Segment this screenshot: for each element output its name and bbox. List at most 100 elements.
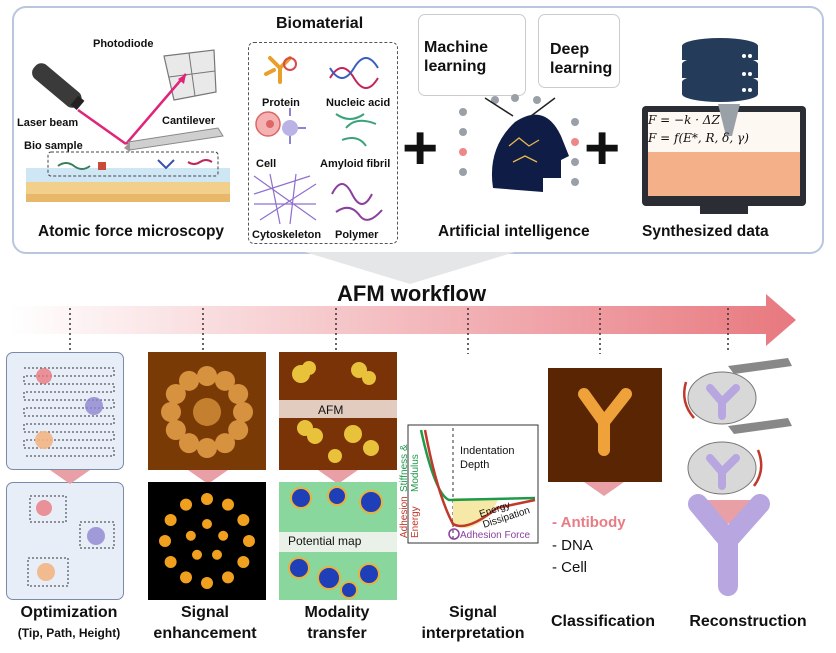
nucleic-acid-label: Nucleic acid	[326, 97, 391, 109]
laser-beam-label: Laser beam	[17, 117, 79, 129]
reconstruction-icon	[683, 358, 792, 596]
ring-dot	[215, 370, 235, 391]
potential-map-icon	[279, 482, 397, 600]
ring-dot	[222, 571, 234, 584]
ring-dot	[211, 549, 222, 560]
photodiode-icon	[163, 49, 217, 101]
ring-dot	[237, 556, 250, 568]
formula-2: F = f(E*, R, δ, γ)	[648, 131, 749, 145]
polymer-icon	[331, 183, 383, 221]
class-dna: - DNA	[552, 537, 593, 554]
down-arrow-icon-5	[584, 482, 624, 496]
ring-dot	[222, 498, 234, 511]
cantilever-label: Cantilever	[162, 115, 216, 127]
afm-caption: Atomic force microscopy	[38, 223, 225, 240]
indentation-label: Indentation Depth	[460, 445, 515, 471]
afm-map-icon	[279, 352, 397, 470]
cytoskeleton-label: Cytoskeleton	[252, 229, 322, 241]
step-modality-line2: transfer	[307, 625, 367, 642]
class-antibody: - Antibody	[552, 514, 626, 531]
nucleic-acid-icon	[329, 57, 379, 89]
protein-icon	[264, 56, 297, 84]
ring-dot	[164, 514, 177, 526]
ring-dot	[179, 433, 199, 454]
step-optimization-subtitle: (Tip, Path, Height)	[17, 626, 121, 640]
ring-dot	[202, 519, 212, 529]
formula-1: F = −k · ΔZ	[648, 113, 720, 127]
ring-dot	[233, 402, 253, 422]
ring-dot	[164, 556, 177, 568]
bio-sample-label: Bio sample	[24, 140, 83, 152]
plus-icon-2: +	[584, 114, 621, 183]
ring-dot	[237, 514, 250, 526]
synthesized-data-icon	[642, 38, 806, 214]
step-interpretation-line2: interpretation	[421, 625, 525, 642]
biomaterial-icons	[253, 56, 383, 225]
ring-dot	[228, 420, 249, 440]
afm-schematic	[26, 49, 230, 202]
force-curve-plot	[407, 424, 539, 544]
noisy-image-icon	[148, 352, 266, 470]
ring-dot	[159, 535, 171, 547]
step-classification-title: Classification	[550, 613, 656, 630]
amyloid-fibril-label: Amyloid fibril	[320, 158, 391, 170]
adhesion-energy-label: Adhesion Energy	[399, 496, 421, 538]
amyloid-fibril-icon	[335, 113, 377, 147]
ring-dot	[215, 433, 235, 454]
ai-caption: Artificial intelligence	[438, 223, 590, 240]
protein-label: Protein	[262, 97, 300, 109]
ring-dot	[201, 577, 213, 589]
step-modality-line1: Modality	[304, 604, 370, 621]
scan-path-icon	[23, 367, 115, 457]
step-interpretation-line1: Signal	[448, 604, 497, 621]
photodiode-label: Photodiode	[93, 38, 154, 50]
scan-path-box-top	[6, 352, 124, 470]
ring-dot	[179, 370, 199, 391]
enhanced-image-icon	[148, 482, 266, 600]
ring-dot	[165, 384, 186, 404]
cantilever-icon	[127, 127, 224, 151]
deep-learning-label: Deep learning	[550, 41, 613, 77]
biomaterial-title: Biomaterial	[276, 15, 364, 32]
optimized-path-icon	[27, 495, 115, 587]
step-optimization-title: Optimization	[20, 604, 118, 621]
workflow-arrow	[10, 252, 796, 354]
ring-dot	[201, 493, 213, 505]
afm-overlay-label: AFM	[318, 403, 344, 417]
ring-dot	[161, 402, 181, 422]
step-signal-enhancement-line1: Signal	[180, 604, 229, 621]
down-arrow-icon-2	[188, 470, 228, 484]
stiffness-label: Stiffness & Modulus	[399, 444, 421, 492]
ml-figure	[418, 14, 526, 96]
merge-arrow-icon	[305, 252, 515, 284]
cytoskeleton-icon	[253, 173, 317, 225]
ring-dot	[192, 549, 203, 560]
biomaterial-box	[248, 42, 398, 244]
workflow-title: AFM workflow	[337, 281, 487, 306]
ring-dot	[228, 384, 249, 404]
laser-icon	[32, 63, 85, 111]
brain-network-icon	[459, 94, 579, 192]
scan-path-box-bottom	[6, 482, 124, 600]
down-arrow-icon-3	[318, 470, 358, 484]
ring-dot	[218, 530, 229, 541]
cell-label: Cell	[256, 158, 277, 170]
dl-figure	[538, 14, 620, 88]
machine-learning-label: Machine learning	[424, 39, 489, 75]
synthesized-caption: Synthesized data	[642, 223, 769, 240]
potential-overlay-label: Potential map	[288, 534, 362, 548]
antibody-afm-image	[548, 368, 662, 482]
ring-dot	[197, 438, 217, 458]
ring-dot	[165, 420, 186, 440]
database-icon	[682, 38, 758, 102]
ring-dot	[243, 535, 255, 547]
plus-icon-1: +	[402, 114, 439, 183]
step-reconstruction-title: Reconstruction	[689, 613, 807, 630]
adhesion-force-label: Adhesion Force	[460, 530, 531, 541]
ring-dot	[180, 571, 192, 584]
step-signal-enhancement-line2: enhancement	[153, 625, 257, 642]
polymer-label: Polymer	[335, 229, 379, 241]
ring-dot	[185, 530, 196, 541]
down-arrow-icon-1	[50, 470, 90, 484]
class-cell: - Cell	[552, 559, 588, 576]
